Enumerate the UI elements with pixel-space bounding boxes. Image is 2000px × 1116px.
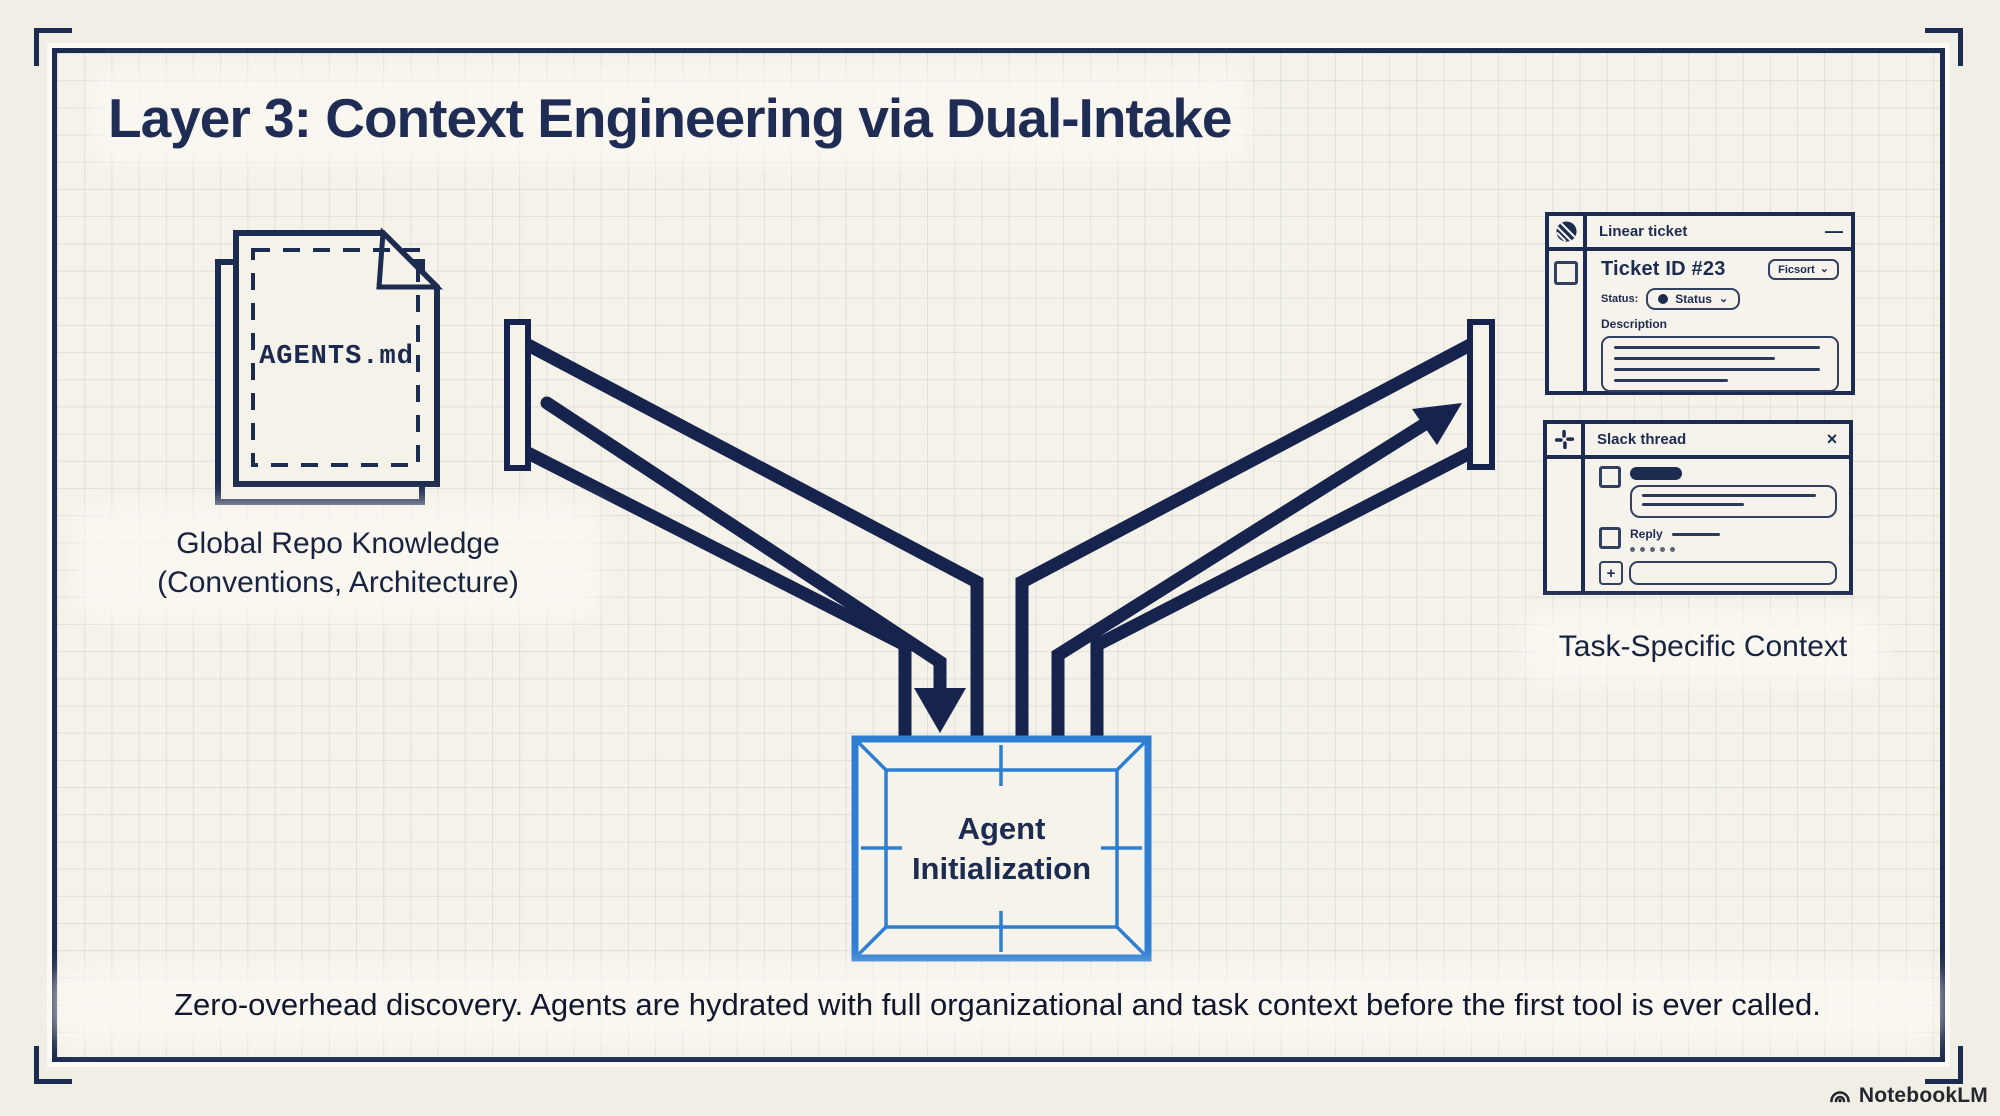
left-source-caption-line1: Global Repo Knowledge [176,527,500,560]
right-source-caption: Task-Specific Context [1538,626,1868,668]
add-attachment-button[interactable]: + [1599,561,1623,585]
message-placeholder [1630,485,1837,518]
slack-window-titlebar: Slack thread × [1547,424,1849,459]
placeholder-text-line [1614,346,1820,349]
corner-bracket-top-left [34,28,72,66]
description-field[interactable] [1601,336,1839,392]
notebooklm-watermark: NotebookLM [1828,1084,1988,1108]
reaction-dots [1630,547,1837,552]
left-source-caption: Global Repo Knowledge (Conventions, Arch… [92,520,584,606]
agent-initialization-box: Agent Initialization [855,739,1148,958]
status-label: Status: [1601,293,1639,305]
footer-takeaway: Zero-overhead discovery. Agents are hydr… [70,984,1925,1026]
reply-label: Reply [1630,527,1663,541]
agents-md-label: AGENTS.md [259,342,414,372]
chevron-down-icon: ⌄ [1819,263,1829,275]
slack-window-title: Slack thread [1597,431,1687,448]
minimize-button[interactable]: — [1825,221,1843,241]
placeholder-text-line [1642,503,1745,506]
username-placeholder [1630,467,1682,480]
agent-box-line2: Initialization [911,850,1092,886]
status-dropdown[interactable]: Status ⌄ [1646,288,1741,310]
linear-window-title: Linear ticket [1599,223,1688,240]
page-title: Layer 3: Context Engineering via Dual-In… [108,86,1233,150]
status-dot-icon [1658,294,1669,304]
placeholder-text-line [1614,368,1820,371]
slack-logo-icon [1547,424,1585,455]
placeholder-text-line [1642,494,1816,497]
corner-bracket-bottom-left [34,1046,72,1084]
ticket-checkbox[interactable] [1554,261,1578,285]
reply-checkbox[interactable] [1599,527,1621,549]
notebooklm-logo-icon [1830,1091,1850,1103]
corner-bracket-bottom-right [1925,1046,1963,1084]
notebooklm-label: NotebookLM [1858,1084,1988,1107]
status-value: Status [1675,292,1712,306]
agent-box-line1: Agent [957,810,1046,846]
slack-side-column [1547,459,1585,591]
sort-dropdown[interactable]: Ficsort ⌄ [1768,259,1839,280]
linear-ticket-window: Linear ticket — Ticket ID #23 Ficsort ⌄ … [1545,212,1855,395]
ticket-id-heading: Ticket ID #23 [1601,258,1726,280]
chevron-down-icon: ⌄ [1718,292,1729,305]
message-input[interactable] [1629,561,1837,585]
close-button[interactable]: × [1826,429,1838,449]
placeholder-text-line [1614,379,1729,382]
description-label: Description [1601,317,1668,331]
slack-thread-window: Slack thread × [1543,420,1853,595]
sort-dropdown-label: Ficsort [1778,263,1815,276]
linear-window-titlebar: Linear ticket — [1549,216,1851,251]
placeholder-text-line [1671,532,1720,536]
linear-logo-icon [1549,216,1587,247]
placeholder-text-line [1614,357,1776,360]
corner-bracket-top-right [1925,28,1963,66]
linear-side-column [1549,251,1587,391]
left-source-caption-line2: (Conventions, Architecture) [157,566,519,599]
message-checkbox[interactable] [1599,466,1621,488]
